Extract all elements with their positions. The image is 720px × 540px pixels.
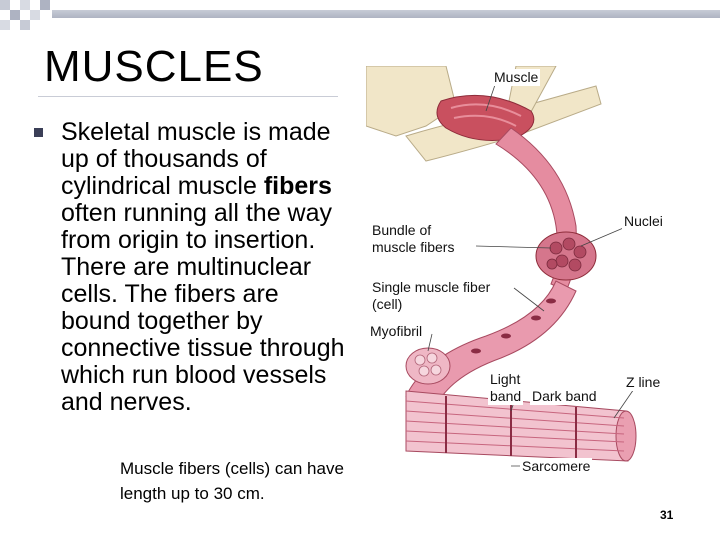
bullet-text: Skeletal muscle is made up of thousands … [61,119,351,416]
slide-title: MUSCLES [44,42,264,91]
top-decorative-bar [52,10,720,18]
label-single-muscle-fiber: Single muscle fiber (cell) [370,279,493,313]
label-light-band: Light band [488,371,524,405]
label-myofibril: Myofibril [368,323,425,340]
label-nuclei: Nuclei [622,213,665,230]
muscle-structure-figure: Muscle Bundle of muscle fibers Nuclei Si… [366,66,678,478]
label-z-line: Z line [624,374,663,391]
muscle-illustration [366,66,637,467]
bullet-text-part: often running all the way from origin to… [61,199,345,416]
label-muscle: Muscle [492,69,541,86]
label-bundle-of-fibers: Bundle of muscle fibers [370,222,457,256]
title-divider [38,96,338,97]
page-number: 31 [660,508,674,522]
bullet-square-icon [34,128,43,137]
bullet-text-part: Skeletal muscle is made up of thousands … [61,118,331,200]
label-sarcomere: Sarcomere [520,458,593,475]
bullet-bold-word: fibers [263,172,332,200]
checkered-corner-decoration [0,0,60,40]
label-dark-band: Dark band [530,388,599,405]
figure-caption: Muscle fibers (cells) can have length up… [120,459,344,503]
